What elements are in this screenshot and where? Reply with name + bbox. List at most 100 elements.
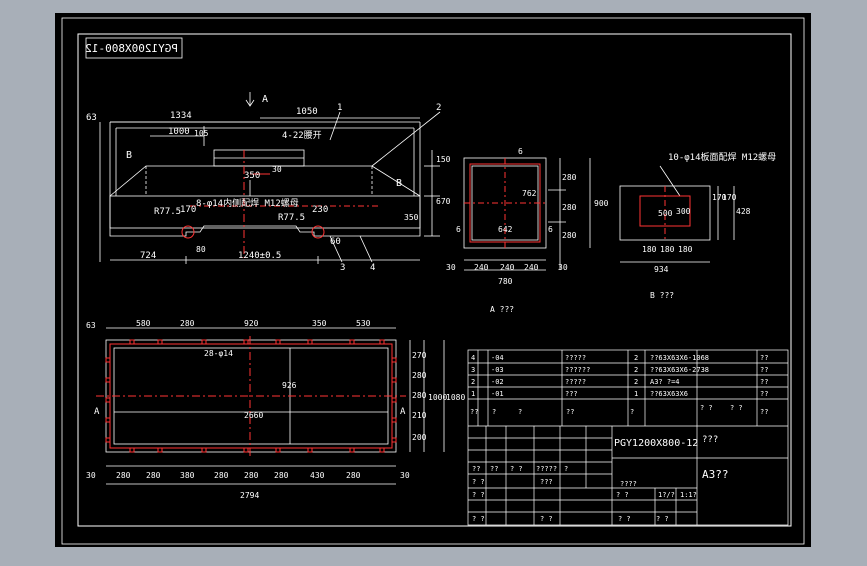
bom-header-7: ? ? <box>730 404 743 412</box>
plan-dim-350: 350 <box>312 319 327 328</box>
bom-cell-name: ??? <box>565 390 578 398</box>
sec-a-dim-240-2: 240 <box>500 263 515 272</box>
bom-cell-code: -03 <box>491 366 504 374</box>
view-b-dims: 10-φ14板面配焊 M12螺母 500 300 170 170 428 180… <box>642 151 776 300</box>
front-view <box>99 111 441 264</box>
sec-a-dim-280-1: 280 <box>562 173 577 182</box>
callout-2: 2 <box>436 103 441 113</box>
callout-4: 4 <box>370 263 375 273</box>
front-dim-1240: 1240±0.5 <box>238 251 281 261</box>
view-b-left-label: B <box>126 150 132 161</box>
sec-a-dim-30-left: 30 <box>446 263 456 272</box>
sec-a-dim-30-right: 30 <box>558 263 568 272</box>
callout-3: 3 <box>340 263 345 273</box>
plan-holes-note: 28-φ14 <box>204 349 233 358</box>
bom-cell-no: 4 <box>471 354 475 362</box>
bom-cell-mat: ??63X63X6-1068 <box>650 354 709 362</box>
inner-frame <box>77 33 792 527</box>
tb-r4-1: ? ? <box>472 515 485 523</box>
sec-a-dim-762: 762 <box>522 189 537 198</box>
plan-dim-580: 580 <box>136 319 151 328</box>
bolt-hole <box>243 339 249 345</box>
title-material: A3?? <box>702 468 729 481</box>
bom-cell-qty: 1 <box>634 390 638 398</box>
title-block-texts: ?? ? ? ?? ? ? ? ? ? ?? PGY1200X800-12 ??… <box>470 404 768 523</box>
sec-a-dim-6-top: 6 <box>518 147 523 156</box>
bom-cell-mat: ??63X63X6-2738 <box>650 366 709 374</box>
bolt-hole <box>105 397 111 403</box>
outer-frame <box>61 17 805 545</box>
plan-view-dims: 63 580 280 920 350 530 28-φ14 926 2660 A… <box>86 319 465 500</box>
view-b-dim-170-2: 170 <box>722 193 737 202</box>
tb-r1-5: ? <box>564 465 568 473</box>
bom-cell-mat: A3? ?=4 <box>650 378 680 386</box>
bom-header-8: ?? <box>760 408 768 416</box>
front-dim-63: 63 <box>86 113 97 123</box>
plan-bolt-holes <box>105 339 397 453</box>
bolt-hole <box>391 377 397 383</box>
tb-r2-1: ? ? <box>472 478 485 486</box>
bom-cell-note: ?? <box>760 354 768 362</box>
bolt-hole <box>379 339 385 345</box>
sec-a-dim-240-3: 240 <box>524 263 539 272</box>
view-b-dim-500: 500 <box>658 209 673 218</box>
bom-table: 4-04?????2??63X63X6-1068??3-03??????2??6… <box>471 354 768 398</box>
bom-cell-name: ????? <box>565 354 586 362</box>
plan-dim-2794: 2794 <box>240 491 259 500</box>
sec-a-dim-780: 780 <box>498 277 513 286</box>
view-a-arrow-label: A <box>262 94 268 105</box>
front-dim-60: 60 <box>330 237 341 247</box>
view-b-caption: B ??? <box>650 291 674 300</box>
bolt-hole <box>391 397 397 403</box>
plan-dim-280-r2: 280 <box>412 391 427 400</box>
title-block-lines <box>467 349 789 526</box>
bolt-hole <box>349 447 355 453</box>
plan-dim-280-r1: 280 <box>412 371 427 380</box>
tb-r3-3: 1?/? <box>658 491 675 499</box>
plan-dim-280: 280 <box>180 319 195 328</box>
plan-dim-b-280-5: 280 <box>274 471 289 480</box>
bolt-hole <box>243 447 249 453</box>
bolt-hole <box>391 357 397 363</box>
front-dim-350-right: 350 <box>404 213 419 222</box>
bolt-hole <box>349 339 355 345</box>
bolt-hole <box>157 447 163 453</box>
front-dim-724: 724 <box>140 251 156 261</box>
bom-cell-no: 2 <box>471 378 475 386</box>
bolt-hole <box>105 417 111 423</box>
view-b-dim-170-1: 170 <box>712 193 727 202</box>
sec-a-dim-280-2: 280 <box>562 203 577 212</box>
bolt-hole <box>275 447 281 453</box>
bom-header-4: ?? <box>566 408 574 416</box>
sec-a-dim-900: 900 <box>594 199 609 208</box>
plan-dim-b-380: 380 <box>180 471 195 480</box>
front-holes-note-side: 8-φ14内侧配焊 M12螺母 <box>196 197 299 209</box>
front-dim-170: 170 <box>180 205 196 215</box>
bolt-hole <box>391 437 397 443</box>
bolt-hole <box>105 357 111 363</box>
sec-a-dim-6-left: 6 <box>456 225 461 234</box>
tb-r1-2: ?? <box>490 465 498 473</box>
bom-cell-qty: 2 <box>634 366 638 374</box>
tb-r3-2: ? ? <box>616 491 629 499</box>
bom-cell-no: 3 <box>471 366 475 374</box>
bom-header-6: ? ? <box>700 404 713 412</box>
bolt-hole <box>157 339 163 345</box>
bolt-hole <box>129 447 135 453</box>
title-drawing-no: PGY1200X800-12 <box>614 438 698 449</box>
plan-dim-1080: 1080 <box>446 393 465 402</box>
bolt-hole <box>201 447 207 453</box>
front-dim-80: 80 <box>196 245 206 254</box>
plan-dim-920: 920 <box>244 319 259 328</box>
view-b-dim-300: 300 <box>676 207 691 216</box>
tb-r1-4: ????? <box>536 465 557 473</box>
plan-dim-b-280-6: 280 <box>346 471 361 480</box>
flipped-title-box <box>85 37 183 59</box>
front-dim-30: 30 <box>272 165 282 174</box>
section-a-dims: 6 280 280 280 762 900 642 6 6 30 240 240… <box>446 147 609 314</box>
view-b-dim-934: 934 <box>654 265 669 274</box>
view-b-right-label: B <box>396 178 402 189</box>
plan-dim-b-30-right: 30 <box>400 471 410 480</box>
bom-cell-qty: 2 <box>634 354 638 362</box>
plan-dim-b-280-4: 280 <box>244 471 259 480</box>
